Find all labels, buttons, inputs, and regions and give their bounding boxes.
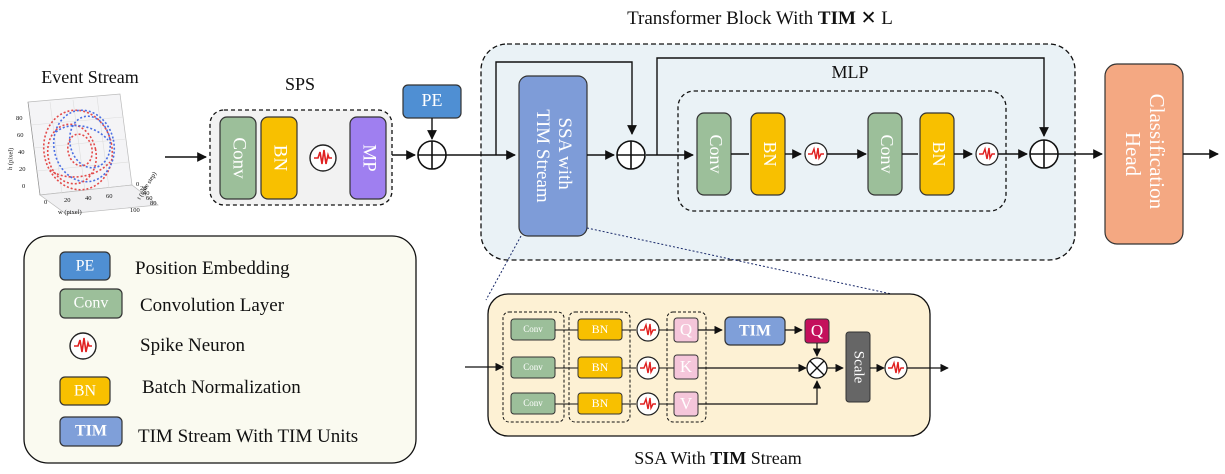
svg-text:PE: PE [76,258,95,275]
svg-text:TIM: TIM [739,323,771,340]
svg-text:PE: PE [421,90,442,110]
ssa-multiply-icon [806,357,828,379]
svg-text:Position Embedding: Position Embedding [135,258,290,279]
svg-text:80: 80 [16,115,23,122]
sps-spike-neuron-icon [309,144,337,172]
svg-text:100: 100 [130,207,140,214]
ssa-spike-q-icon [636,318,660,342]
ssa-spike-v-icon [636,392,660,416]
svg-text:Batch Normalization: Batch Normalization [142,377,301,398]
svg-text:BN: BN [592,360,609,374]
svg-text:BN: BN [929,141,949,166]
mlp-bn-2-box: BN [919,112,955,196]
svg-text:0: 0 [22,183,25,190]
ssa-detail-caption: SSA With TIM Stream [634,448,801,468]
legend-item-tim: TIM TIM Stream With TIM Units [59,416,358,447]
svg-text:K: K [680,357,693,376]
svg-text:60: 60 [106,193,113,200]
svg-text:20: 20 [19,166,26,173]
ssa-conv-q-box: Conv [510,318,556,341]
mlp-conv-2-box: Conv [867,112,903,196]
svg-text:Scale: Scale [851,351,867,384]
classification-head-box: Classification Head [1104,63,1184,245]
svg-text:80: 80 [150,200,157,207]
svg-text:40: 40 [85,195,92,202]
ssa-conv-k-box: Conv [510,356,556,379]
svg-text:Convolution Layer: Convolution Layer [140,295,285,316]
mlp-spike-neuron-2-icon [975,142,999,166]
mlp-spike-neuron-1-icon [804,142,828,166]
event-stream-label: Event Stream [41,67,138,87]
pe-box: PE [402,84,462,119]
sps-mp-box: MP [349,116,387,200]
svg-text:SSA with TIM Stream: SSA with TIM Stream [532,109,575,203]
ssa-tim-box: TIM [724,316,786,346]
svg-text:BN: BN [74,383,97,400]
ssa-bn-k-box: BN [577,356,623,379]
svg-text:20: 20 [140,185,147,192]
svg-text:Spike Neuron: Spike Neuron [140,335,246,356]
svg-text:Q: Q [811,321,823,340]
sps-conv-box: Conv [219,116,257,200]
ssa-scale-box: Scale [845,331,871,403]
svg-text:60: 60 [146,195,153,202]
transformer-block-title: Transformer Block With TIM ✕ L [627,8,893,29]
svg-text:Conv: Conv [706,134,726,173]
sps-label: SPS [285,74,315,94]
svg-text:40: 40 [18,149,25,156]
ssa-spike-k-icon [636,356,660,380]
event-stream-plot: 80 60 40 20 0 0 20 40 60 0 20 40 60 80 1… [7,93,159,216]
svg-text:Conv: Conv [523,398,543,408]
svg-text:Conv: Conv [877,134,897,173]
svg-text:TIM: TIM [75,423,107,440]
svg-text:Conv: Conv [229,137,250,179]
residual-add-2-icon [1029,139,1059,169]
ssa-q-out-box: Q [804,318,830,344]
svg-text:BN: BN [592,396,609,410]
svg-text:0: 0 [44,199,47,206]
ssa-v-box: V [673,391,699,417]
svg-text:BN: BN [592,322,609,336]
svg-text:BN: BN [760,141,780,166]
ssa-spike-out-icon [884,356,908,380]
svg-text:V: V [680,394,693,413]
ssa-q-box: Q [673,317,699,343]
legend-item-pe: PE Position Embedding [59,251,290,281]
svg-text:Q: Q [680,320,692,339]
svg-text:0: 0 [136,181,139,188]
svg-text:Classification Head: Classification Head [1121,94,1169,215]
svg-text:MP: MP [359,144,380,171]
svg-text:Conv: Conv [74,295,109,312]
ssa-bn-v-box: BN [577,392,623,415]
svg-text:Conv: Conv [523,324,543,334]
mlp-bn-1-box: BN [750,112,786,196]
legend-item-spike-neuron: Spike Neuron [69,332,246,360]
residual-add-1-icon [616,140,646,170]
legend-item-bn: BN Batch Normalization [59,376,301,406]
svg-text:60: 60 [17,132,24,139]
sps-bn-box: BN [260,116,298,200]
svg-text:BN: BN [270,145,291,172]
svg-text:20: 20 [64,197,71,204]
pe-add-icon [417,140,447,170]
ssa-with-tim-stream-block: SSA with TIM Stream [518,75,588,237]
spike-neuron-icon [69,332,97,360]
svg-text:h (pixel): h (pixel) [7,148,15,170]
mlp-label: MLP [831,62,868,82]
legend-item-conv: Conv Convolution Layer [59,288,285,319]
svg-text:Conv: Conv [523,362,543,372]
ssa-k-box: K [673,354,699,380]
ssa-bn-q-box: BN [577,318,623,341]
ssa-conv-v-box: Conv [510,392,556,415]
svg-text:w (pixel): w (pixel) [58,209,82,216]
svg-text:TIM Stream With TIM Units: TIM Stream With TIM Units [138,426,358,447]
svg-text:40: 40 [143,190,150,197]
mlp-conv-1-box: Conv [696,112,732,196]
